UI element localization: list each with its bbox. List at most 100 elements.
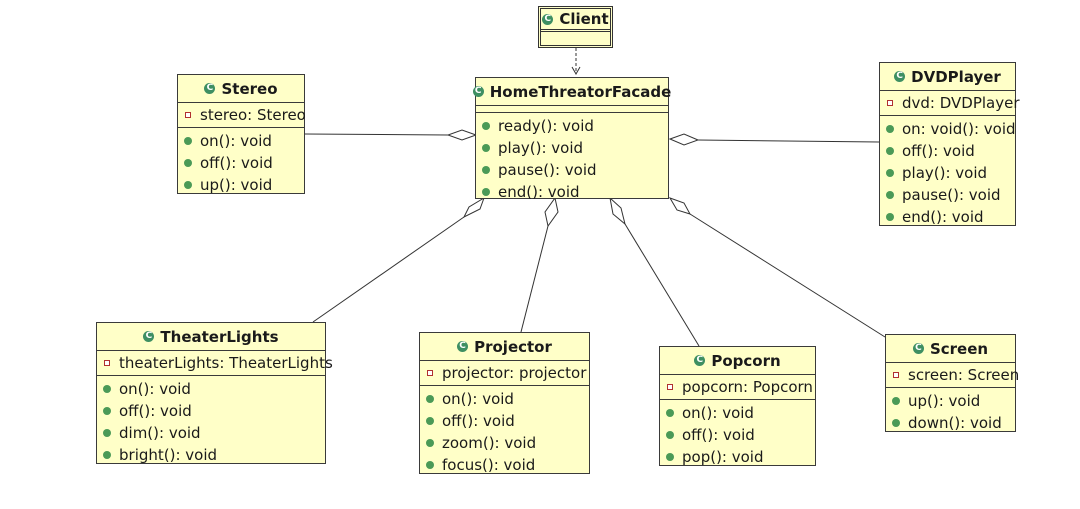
public-icon (666, 431, 674, 439)
aggregation-line-projector (520, 225, 549, 333)
aggregation-diamond-projector (544, 196, 559, 228)
aggregation-line-theater-lights (312, 216, 465, 323)
public-icon (184, 181, 192, 189)
class-name: Stereo (221, 79, 278, 98)
attributes-compartment: popcorn: Popcorn (660, 375, 815, 400)
attribute: dvd: DVDPlayer (880, 92, 1020, 114)
public-icon (892, 419, 900, 427)
class-icon: C (457, 341, 469, 352)
private-icon (104, 360, 110, 366)
operation: on(): void (420, 388, 589, 410)
public-icon (103, 451, 111, 459)
class-stereo[interactable]: C Stereo stereo: Stereo on(): void off()… (177, 74, 306, 196)
class-header: C Popcorn (660, 347, 815, 375)
public-icon (892, 397, 900, 405)
class-icon: C (912, 343, 924, 354)
public-icon (426, 461, 434, 469)
aggregation-diamond-theater-lights (462, 196, 485, 219)
class-name: Screen (929, 339, 989, 358)
private-icon (887, 100, 893, 106)
aggregation-line-screen (689, 213, 886, 338)
class-header: C TheaterLights (97, 323, 325, 351)
operation: end(): void (476, 181, 668, 203)
operations-compartment: ready(): void play(): void pause(): void… (476, 113, 668, 206)
class-header: C Stereo (178, 75, 304, 103)
class-projector[interactable]: C Projector projector: projector on(): v… (419, 332, 590, 474)
private-icon (427, 370, 433, 376)
attributes-compartment: screen: Screen (886, 363, 1019, 388)
public-icon (482, 122, 490, 130)
operation: up(): void (178, 174, 304, 196)
class-header: C Projector (420, 333, 589, 361)
class-header: C HomeThreatorFacade (472, 78, 671, 106)
public-icon (426, 417, 434, 425)
public-icon (426, 439, 434, 447)
attributes-compartment: dvd: DVDPlayer (880, 91, 1020, 116)
public-icon (103, 385, 111, 393)
attributes-compartment: theaterLights: TheaterLights (97, 351, 333, 376)
attribute: projector: projector (420, 362, 589, 384)
public-icon (482, 144, 490, 152)
operations-compartment: on(): void off(): void pop(): void (660, 400, 815, 471)
operation: pop(): void (660, 446, 815, 468)
attribute: popcorn: Popcorn (660, 376, 815, 398)
class-icon: C (694, 355, 706, 366)
operation: end(): void (880, 206, 1015, 228)
class-theater-lights[interactable]: C TheaterLights theaterLights: TheaterLi… (96, 322, 333, 464)
operation: off(): void (178, 152, 304, 174)
class-dvd-player[interactable]: C DVDPlayer dvd: DVDPlayer on: void(): v… (879, 62, 1020, 228)
operation: play(): void (880, 162, 1015, 184)
public-icon (184, 159, 192, 167)
private-icon (185, 112, 191, 118)
public-icon (482, 166, 490, 174)
public-icon (103, 429, 111, 437)
class-name: Popcorn (711, 351, 781, 370)
operations-compartment: on(): void off(): void zoom(): void focu… (420, 386, 589, 479)
class-popcorn[interactable]: C Popcorn popcorn: Popcorn on(): void of… (659, 346, 816, 466)
operation: on(): void (660, 402, 815, 424)
aggregation-diamond-stereo (446, 129, 478, 141)
attributes-compartment (476, 106, 668, 113)
operation: ready(): void (476, 115, 668, 137)
public-icon (482, 188, 490, 196)
operations-compartment: up(): void down(): void (886, 388, 1015, 437)
aggregation-diamond-popcorn (609, 196, 626, 226)
attributes-compartment: stereo: Stereo (178, 103, 306, 128)
public-icon (184, 137, 192, 145)
class-name: TheaterLights (160, 327, 279, 346)
operation: focus(): void (420, 454, 589, 476)
operation: on(): void (178, 130, 304, 152)
public-icon (426, 395, 434, 403)
operation: play(): void (476, 137, 668, 159)
class-header: C Screen (886, 335, 1015, 363)
operation: on(): void (97, 378, 325, 400)
operation: pause(): void (476, 159, 668, 181)
class-home-threator-facade[interactable]: C HomeThreatorFacade ready(): void play(… (472, 77, 671, 201)
operation: zoom(): void (420, 432, 589, 454)
operation: down(): void (886, 412, 1015, 434)
public-icon (666, 409, 674, 417)
aggregation-line-popcorn (624, 223, 700, 347)
class-client[interactable]: C Client (538, 6, 613, 48)
class-header: C DVDPlayer (880, 63, 1015, 91)
class-icon: C (204, 83, 216, 94)
operation: off(): void (880, 140, 1015, 162)
aggregation-diamond-screen (668, 197, 692, 215)
class-screen[interactable]: C Screen screen: Screen up(): void down(… (885, 334, 1019, 432)
public-icon (886, 191, 894, 199)
aggregation-line-stereo (304, 133, 449, 136)
operation: off(): void (97, 400, 325, 422)
attribute: theaterLights: TheaterLights (97, 352, 333, 374)
aggregation-line-dvd (697, 139, 880, 143)
class-name: DVDPlayer (911, 67, 1001, 86)
class-icon: C (894, 71, 906, 82)
operation: on: void(): void (880, 118, 1016, 140)
private-icon (667, 384, 673, 390)
public-icon (886, 213, 894, 221)
class-icon: C (472, 86, 484, 97)
operation: pause(): void (880, 184, 1015, 206)
public-icon (886, 147, 894, 155)
class-icon: C (542, 13, 554, 25)
